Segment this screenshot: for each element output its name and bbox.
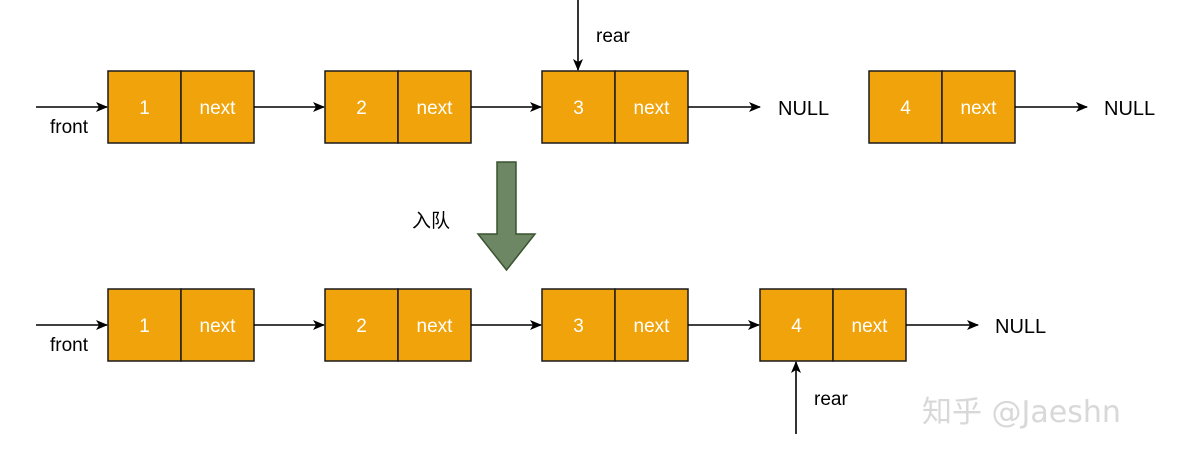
after-node-4: 4 next [759, 288, 907, 362]
after-node-4-value-cell [759, 288, 834, 362]
after-node-3-value: 3 [573, 316, 584, 337]
after-node-1-next: next [200, 316, 237, 337]
after-node-3-next: next [634, 316, 671, 337]
before-node-2-next: next [417, 98, 454, 119]
after-node-3-value-cell [541, 288, 616, 362]
before-queue: front 1 next 2 next 3 next NULL rear [36, 0, 1155, 144]
after-node-4-next: next [852, 316, 889, 337]
before-node-1-next-cell [180, 70, 255, 144]
after-rear-label: rear [814, 389, 848, 410]
before-node-2-value: 2 [356, 98, 367, 119]
after-node-2-next-cell [397, 288, 472, 362]
before-node-3-value: 3 [573, 98, 584, 119]
after-node-1-value: 1 [139, 316, 150, 337]
before-node-2: 2 next [324, 70, 472, 144]
before-node-1-next: next [200, 98, 237, 119]
after-node-4-value: 4 [791, 316, 802, 337]
before-node-1-value: 1 [139, 98, 150, 119]
enqueue-operation: 入队 [412, 161, 537, 272]
after-null-label: NULL [995, 316, 1046, 338]
after-node-2: 2 next [324, 288, 472, 362]
before-new-node-next: next [961, 98, 998, 119]
after-node-2-value-cell [324, 288, 399, 362]
after-queue: front 1 next 2 next 3 next 4 [36, 288, 1046, 434]
after-front-label: front [50, 335, 89, 356]
before-new-node-value: 4 [900, 98, 911, 119]
after-node-1-value-cell [107, 288, 182, 362]
before-new-node-value-cell [868, 70, 943, 144]
before-null-label: NULL [778, 98, 829, 120]
before-new-node-4: 4 next [868, 70, 1016, 144]
before-node-3-next-cell [614, 70, 689, 144]
before-node-3-value-cell [541, 70, 616, 144]
after-node-1: 1 next [107, 288, 255, 362]
after-node-4-next-cell [832, 288, 907, 362]
before-new-node-null-label: NULL [1104, 98, 1155, 120]
before-node-2-next-cell [397, 70, 472, 144]
down-arrow-icon [476, 161, 537, 272]
operation-label: 入队 [412, 210, 450, 232]
before-node-3-next: next [634, 98, 671, 119]
before-node-1: 1 next [107, 70, 255, 144]
before-node-3: 3 next [541, 70, 689, 144]
before-node-2-value-cell [324, 70, 399, 144]
after-node-2-value: 2 [356, 316, 367, 337]
watermark: 知乎 @Jaeshn [922, 395, 1121, 430]
before-rear-label: rear [596, 26, 630, 47]
after-node-2-next: next [417, 316, 454, 337]
after-node-3: 3 next [541, 288, 689, 362]
before-front-label: front [50, 117, 89, 138]
